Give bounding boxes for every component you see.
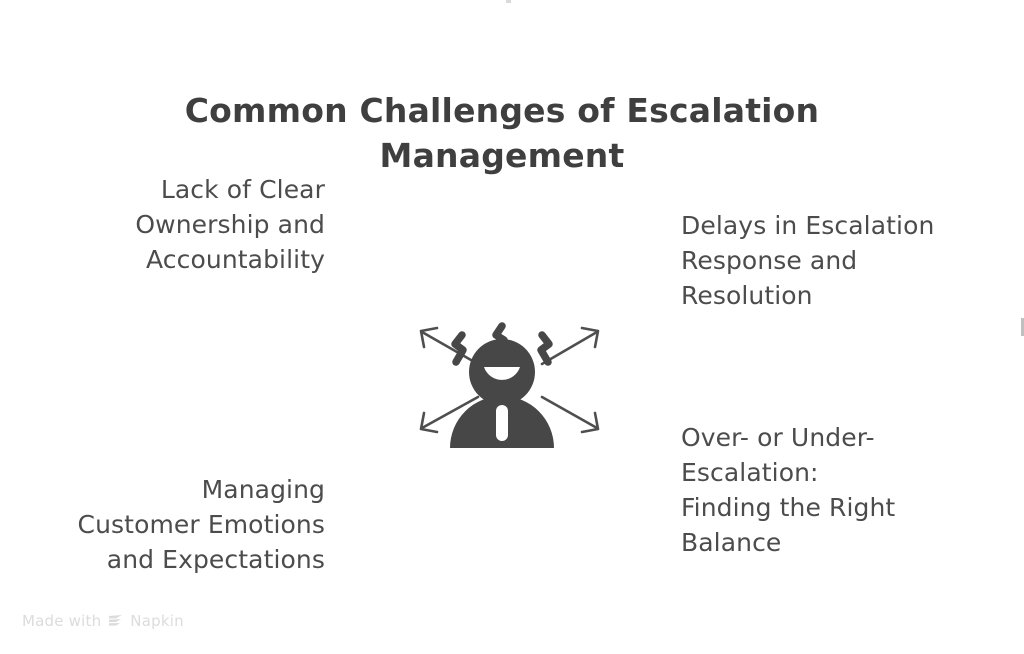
center-graphic: [340, 280, 680, 480]
right-edge-artifact: [1021, 318, 1024, 336]
napkin-chevron-logo-icon: [107, 613, 124, 629]
collar-notch-icon: [496, 405, 508, 441]
made-with-label: Made with: [22, 612, 102, 630]
arrow-down-left-icon: [419, 395, 480, 434]
callout-bottom-left: Managing Customer Emotions and Expectati…: [77, 475, 325, 574]
stressed-person-icon: [450, 322, 554, 448]
stress-mark-right-icon: [537, 331, 553, 366]
mouth-icon: [484, 367, 520, 380]
made-with-napkin-watermark: Made with Napkin: [22, 612, 184, 630]
arrow-up-right-icon: [540, 326, 600, 366]
callout-top-left: Lack of Clear Ownership and Accountabili…: [135, 175, 325, 274]
callout-top-right: Delays in Escalation Response and Resolu…: [681, 211, 935, 310]
callout-bottom-right: Over- or Under- Escalation: Finding the …: [681, 423, 896, 557]
napkin-brand-label: Napkin: [130, 612, 184, 630]
top-edge-artifact: [506, 0, 511, 3]
arrow-down-right-icon: [540, 395, 600, 434]
page-title: Common Challenges of Escalation Manageme…: [184, 91, 820, 176]
arrow-up-left-icon: [419, 326, 480, 366]
stress-mark-left-icon: [451, 331, 467, 366]
